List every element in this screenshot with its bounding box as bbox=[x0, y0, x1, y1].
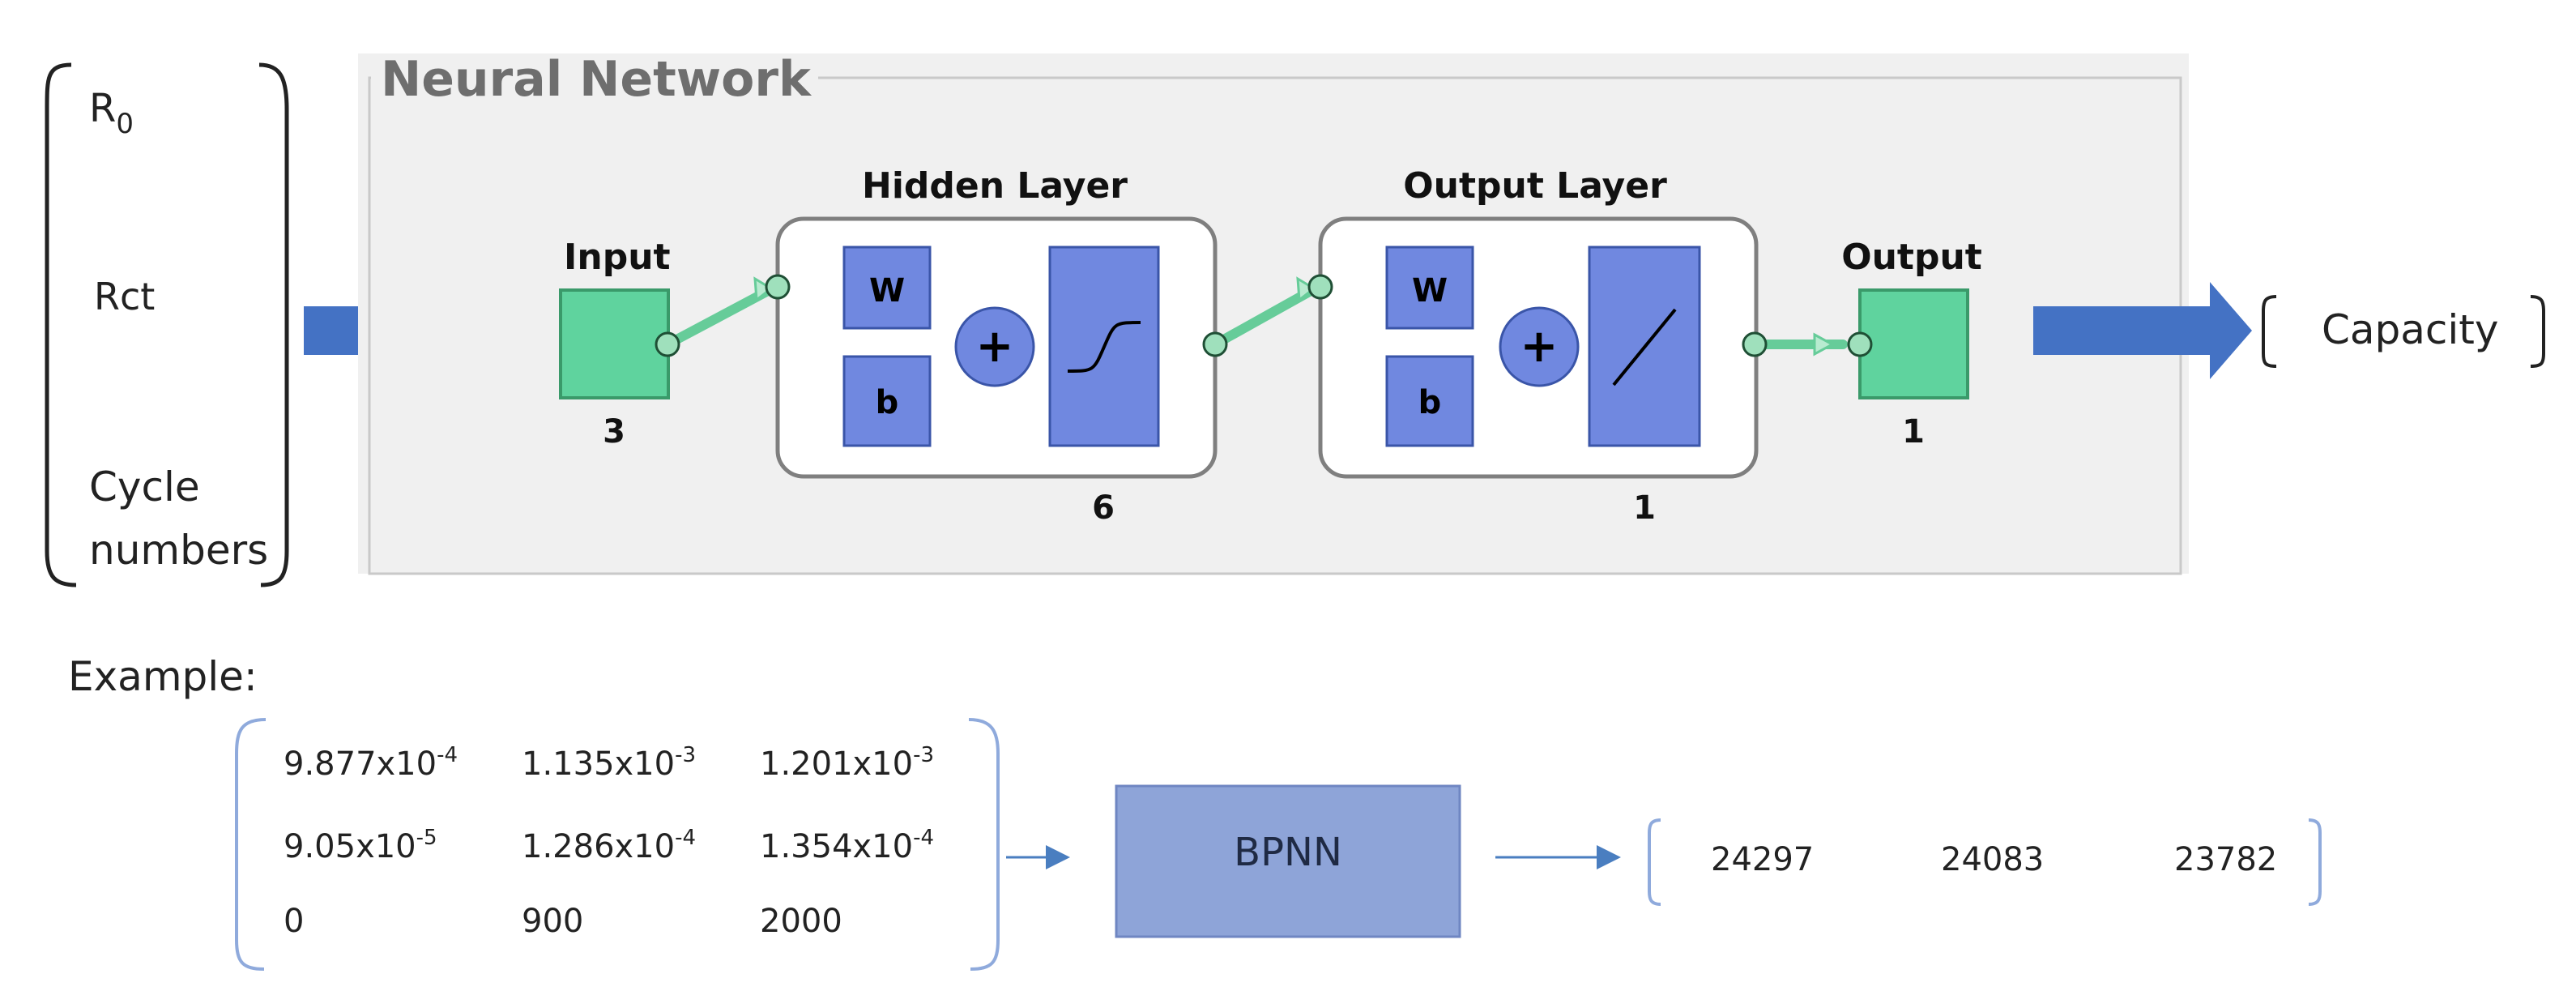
matrix-cells: 9.877x10-4 1.135x10-3 1.201x10-3 9.05x10-5 1… bbox=[284, 743, 934, 940]
matrix-cell: 1.135x10-3 bbox=[522, 743, 696, 783]
output-sum-node bbox=[1499, 306, 1580, 387]
output-bias-symbol: b bbox=[1418, 384, 1442, 421]
output-sum-symbol: + bbox=[1520, 320, 1559, 373]
cycle-label-line1: Cycle bbox=[89, 463, 200, 510]
matrix-cell: 9.05x10-5 bbox=[284, 826, 437, 865]
bpnn-box: BPNN bbox=[1115, 784, 1461, 938]
hidden-sum-node bbox=[954, 306, 1035, 387]
hidden-weight-block bbox=[842, 246, 932, 330]
hidden-weight-symbol: W bbox=[869, 272, 905, 310]
r0-label: R0 bbox=[89, 86, 134, 140]
example-input-matrix: 9.877x10-4 1.135x10-3 1.201x10-3 9.05x10-5 1… bbox=[235, 718, 1000, 971]
output-arrow bbox=[2033, 282, 2252, 379]
cycle-label-line2: numbers bbox=[89, 527, 268, 574]
hidden-size: 6 bbox=[1092, 489, 1115, 527]
sigmoid-icon bbox=[1067, 321, 1141, 373]
input-variables-group: R0 Rct Cycle numbers bbox=[45, 62, 289, 587]
right-bracket bbox=[258, 62, 289, 587]
capacity-label: Capacity bbox=[2322, 306, 2499, 353]
neural-network-panel: Neural Network Input 3 bbox=[358, 51, 2189, 575]
input-node-label: Input bbox=[564, 237, 671, 278]
matrix-cell: 0 bbox=[284, 903, 304, 940]
matrix-cell: 2000 bbox=[760, 903, 842, 940]
hidden-bias-symbol: b bbox=[876, 384, 899, 421]
output-value: 24297 bbox=[1711, 841, 1814, 878]
output-value: 23782 bbox=[2174, 841, 2277, 878]
output-layer-title: Output Layer bbox=[1403, 165, 1667, 207]
output-weight-block bbox=[1385, 246, 1474, 330]
example-label: Example: bbox=[68, 653, 258, 700]
output-bias-block bbox=[1385, 355, 1474, 447]
hidden-sum-symbol: + bbox=[976, 320, 1014, 373]
panel-title: Neural Network bbox=[381, 51, 812, 108]
output-size: 1 bbox=[1902, 413, 1925, 451]
input-size: 3 bbox=[603, 413, 625, 451]
rct-label: Rct bbox=[94, 275, 155, 318]
matrix-cell: 9.877x10-4 bbox=[284, 743, 458, 783]
matrix-cell: 1.354x10-4 bbox=[760, 826, 934, 865]
capacity-group: Capacity bbox=[2262, 295, 2545, 368]
matrix-cell: 900 bbox=[522, 903, 583, 940]
output-node-label: Output bbox=[1841, 237, 1982, 278]
bpnn-label: BPNN bbox=[1234, 830, 1342, 875]
left-bracket bbox=[45, 62, 77, 587]
hidden-bias-block bbox=[842, 355, 932, 447]
matrix-cell: 1.286x10-4 bbox=[522, 826, 696, 865]
connector-dots bbox=[655, 274, 1873, 357]
input-node bbox=[559, 288, 670, 399]
output-weight-symbol: W bbox=[1412, 272, 1448, 310]
linear-icon bbox=[1612, 308, 1677, 387]
hidden-layer-title: Hidden Layer bbox=[862, 165, 1128, 207]
output-layer-size: 1 bbox=[1633, 489, 1656, 527]
example-output-vector: 24297 24083 23782 bbox=[1648, 818, 2322, 906]
output-value: 24083 bbox=[1941, 841, 2044, 878]
output-node bbox=[1858, 288, 1969, 399]
matrix-cell: 1.201x10-3 bbox=[760, 743, 934, 783]
